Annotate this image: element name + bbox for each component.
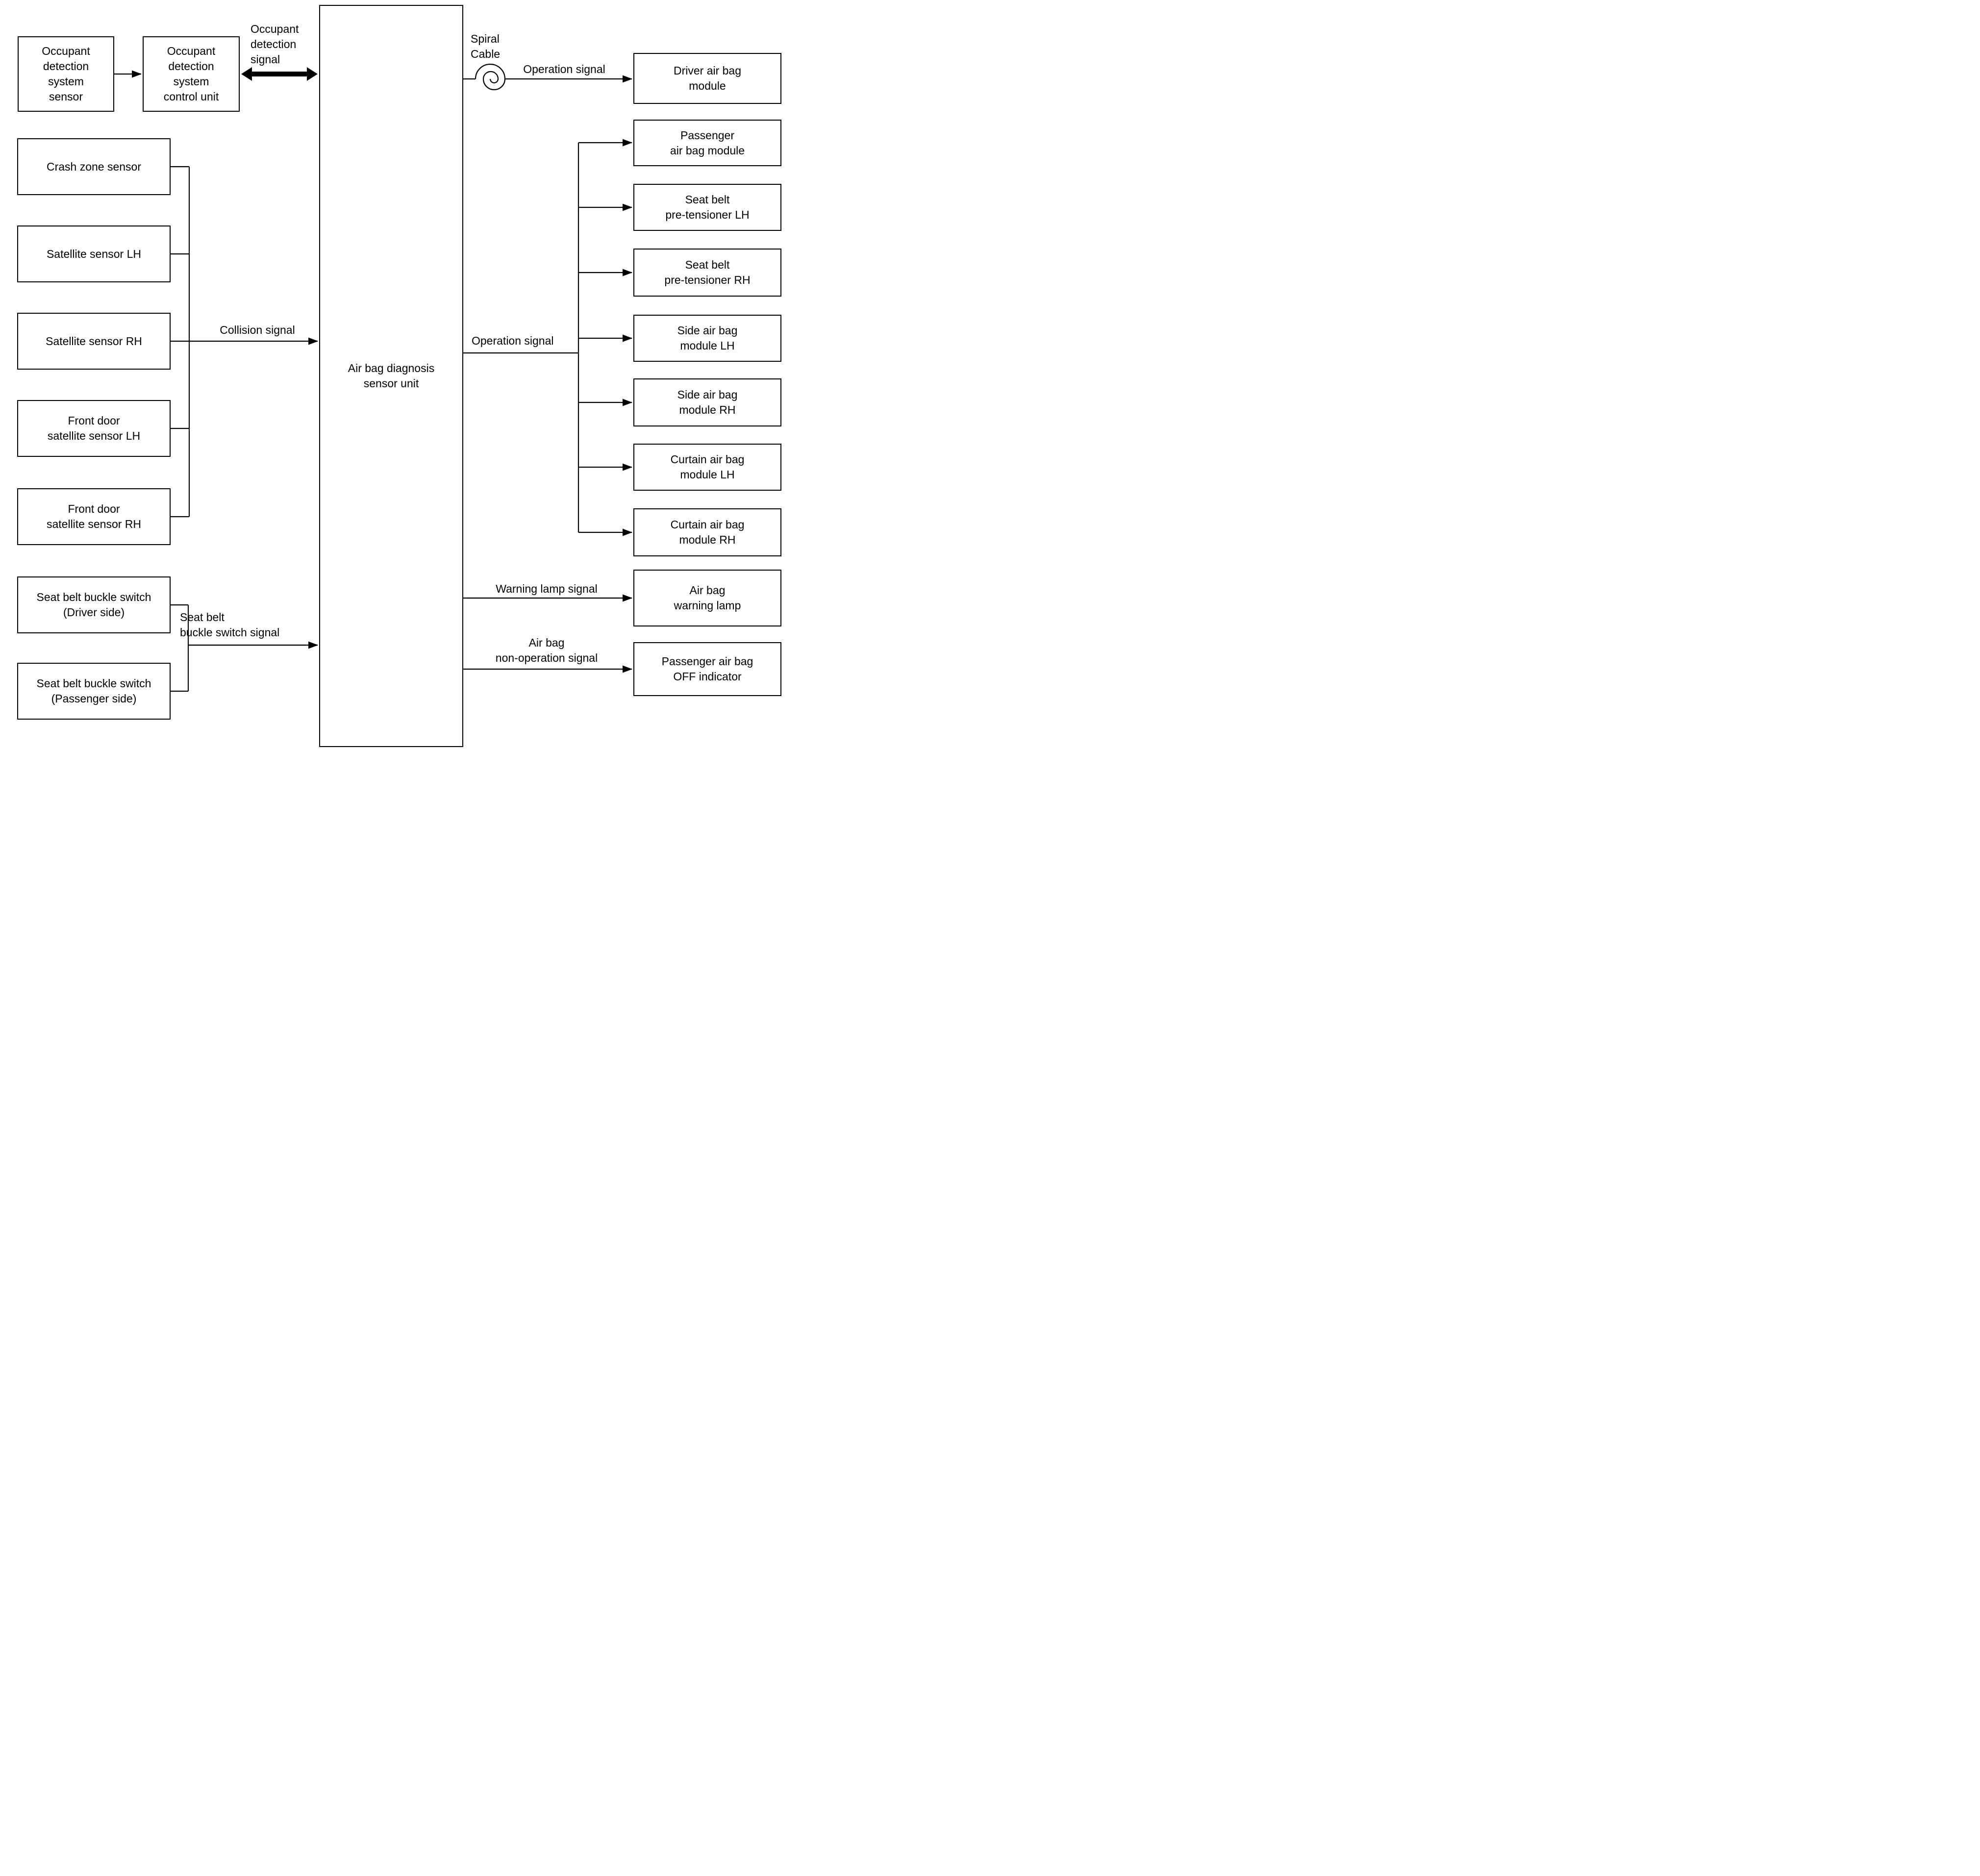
node-label: Air bag diagnosis sensor unit bbox=[348, 362, 435, 390]
node-occupant-detection-sensor: Occupant detection system sensor bbox=[18, 36, 114, 112]
node-label: Seat belt pre-tensioner RH bbox=[664, 258, 751, 286]
node-seat-belt-pre-tensioner-lh: Seat belt pre-tensioner LH bbox=[633, 184, 781, 231]
node-curtain-air-bag-module-rh: Curtain air bag module RH bbox=[633, 508, 781, 556]
label-seat-belt-buckle-switch-signal: Seat belt buckle switch signal bbox=[180, 611, 280, 639]
node-passenger-air-bag-off-indicator: Passenger air bag OFF indicator bbox=[633, 642, 781, 696]
node-label: Curtain air bag module LH bbox=[670, 453, 745, 481]
node-label: Front door satellite sensor LH bbox=[47, 414, 141, 442]
node-seat-belt-buckle-switch-driver: Seat belt buckle switch (Driver side) bbox=[17, 576, 171, 633]
connector-layer bbox=[114, 63, 632, 692]
spiral-cable-icon bbox=[475, 63, 506, 91]
label-air-bag-non-operation-signal: Air bag non-operation signal bbox=[495, 636, 598, 664]
node-label: Side air bag module RH bbox=[677, 388, 738, 416]
node-seat-belt-pre-tensioner-rh: Seat belt pre-tensioner RH bbox=[633, 249, 781, 297]
label-collision-signal: Collision signal bbox=[220, 324, 295, 336]
label-operation-signal-top: Operation signal bbox=[523, 63, 605, 75]
diagram-canvas: Occupant detection system sensor Occupan… bbox=[0, 0, 792, 750]
node-label: Occupant detection system control unit bbox=[163, 45, 219, 103]
label-spiral-cable: Spiral Cable bbox=[471, 32, 501, 60]
node-label: Seat belt buckle switch (Driver side) bbox=[36, 591, 151, 619]
node-crash-zone-sensor: Crash zone sensor bbox=[17, 138, 171, 195]
label-warning-lamp-signal: Warning lamp signal bbox=[496, 582, 598, 595]
node-satellite-sensor-rh: Satellite sensor RH bbox=[17, 313, 171, 370]
node-curtain-air-bag-module-lh: Curtain air bag module LH bbox=[633, 444, 781, 491]
node-label: Seat belt buckle switch (Passenger side) bbox=[36, 677, 151, 705]
node-driver-air-bag-module: Driver air bag module bbox=[633, 53, 781, 104]
node-label: Satellite sensor RH bbox=[46, 334, 142, 348]
node-front-door-satellite-sensor-rh: Front door satellite sensor RH bbox=[17, 488, 171, 545]
node-label: Curtain air bag module RH bbox=[670, 518, 745, 546]
node-air-bag-warning-lamp: Air bag warning lamp bbox=[633, 570, 781, 626]
node-label: Satellite sensor LH bbox=[46, 247, 142, 260]
node-label: Passenger air bag module bbox=[670, 128, 745, 157]
label-occupant-detection-signal: Occupant detection signal bbox=[251, 23, 299, 66]
node-front-door-satellite-sensor-lh: Front door satellite sensor LH bbox=[17, 400, 171, 457]
node-label: Front door satellite sensor RH bbox=[46, 502, 142, 530]
node-label: Side air bag module LH bbox=[677, 324, 738, 352]
node-side-air-bag-module-lh: Side air bag module LH bbox=[633, 315, 781, 362]
occupant-detection-signal-double-arrow bbox=[241, 67, 318, 81]
node-passenger-air-bag-module: Passenger air bag module bbox=[633, 120, 781, 166]
node-satellite-sensor-lh: Satellite sensor LH bbox=[17, 225, 171, 282]
label-operation-signal-bus: Operation signal bbox=[472, 334, 554, 347]
node-label: Seat belt pre-tensioner LH bbox=[665, 193, 750, 221]
node-air-bag-diagnosis-sensor-unit: Air bag diagnosis sensor unit bbox=[319, 5, 463, 747]
node-label: Crash zone sensor bbox=[46, 160, 142, 173]
node-label: Air bag warning lamp bbox=[674, 584, 741, 612]
node-side-air-bag-module-rh: Side air bag module RH bbox=[633, 378, 781, 426]
node-label: Occupant detection system sensor bbox=[42, 45, 90, 103]
node-occupant-detection-control-unit: Occupant detection system control unit bbox=[143, 36, 240, 112]
node-label: Driver air bag module bbox=[673, 64, 742, 92]
node-label: Passenger air bag OFF indicator bbox=[661, 655, 753, 683]
node-seat-belt-buckle-switch-passenger: Seat belt buckle switch (Passenger side) bbox=[17, 663, 171, 720]
